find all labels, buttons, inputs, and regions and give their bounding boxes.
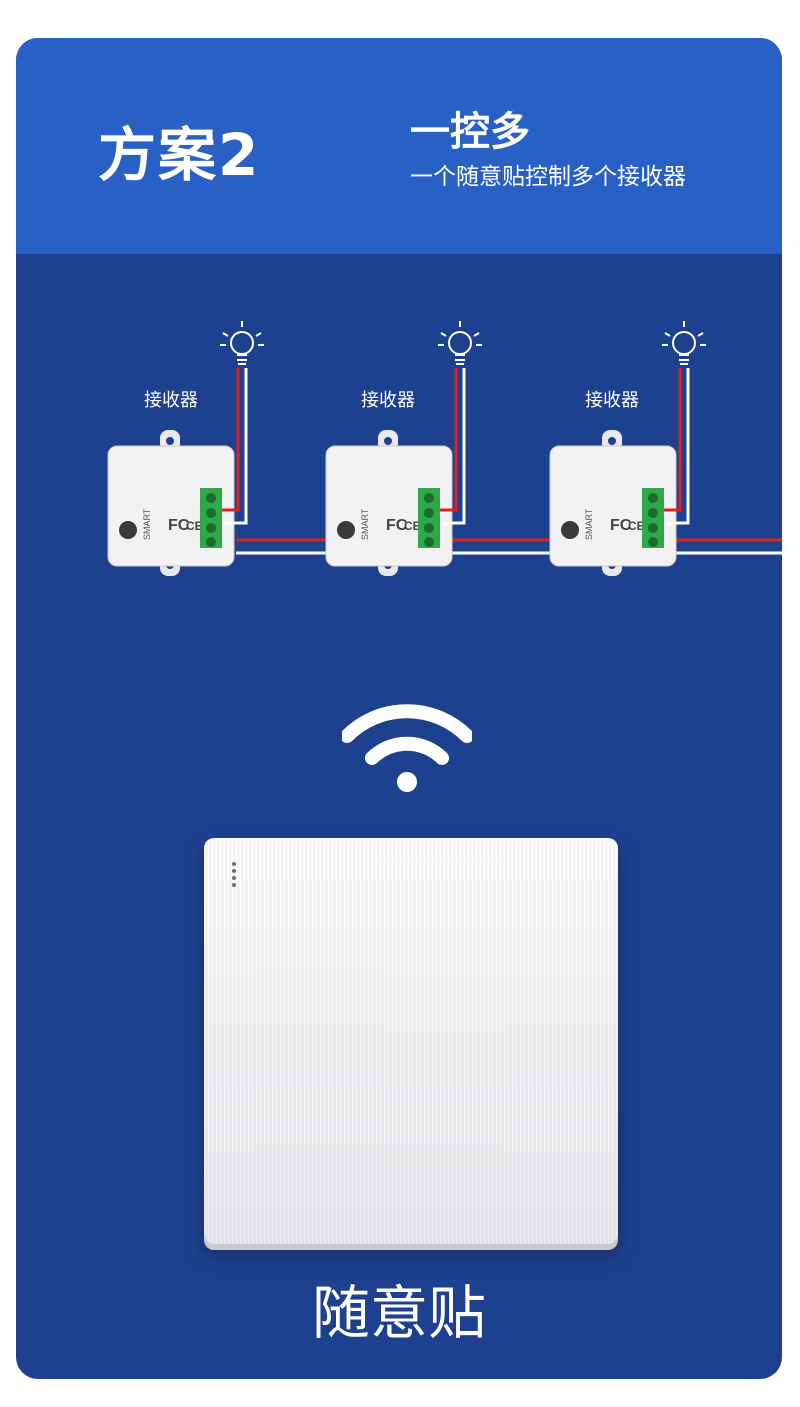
scheme-card: 方案2 一控多 一个随意贴控制多个接收器 SMART FC CE (16, 38, 782, 1379)
svg-text:FC: FC (610, 517, 632, 534)
bulb-icon (438, 321, 482, 365)
receiver-module: SMART FC CE (107, 430, 235, 576)
receiver-label: 接收器 (361, 390, 415, 411)
receiver-module: SMART FC CE (325, 430, 453, 576)
svg-text:FC: FC (386, 517, 408, 534)
plan-title: 方案2 (98, 121, 261, 189)
receiver-module: SMART FC CE (549, 430, 677, 576)
header-banner: 方案2 一控多 一个随意贴控制多个接收器 (16, 38, 782, 254)
lamp-wires (222, 368, 690, 525)
wireless-switch-panel[interactable] (204, 838, 618, 1244)
bulb-icon (662, 321, 706, 365)
receiver-label: 接收器 (144, 390, 198, 411)
mode-title: 一控多 (410, 109, 530, 155)
wifi-icon (342, 704, 472, 792)
switch-label: 随意贴 (311, 1279, 486, 1347)
svg-text:SMART: SMART (360, 508, 370, 540)
svg-text:FC: FC (168, 517, 190, 534)
wiring-diagram: SMART FC CE SMART FC CE (107, 321, 782, 576)
indicator-dots (232, 862, 238, 890)
svg-text:SMART: SMART (584, 508, 594, 540)
bulb-icon (220, 321, 264, 365)
svg-text:SMART: SMART (142, 508, 152, 540)
receiver-label: 接收器 (585, 390, 639, 411)
svg-text:CE: CE (186, 519, 203, 533)
mode-subtitle: 一个随意贴控制多个接收器 (410, 164, 686, 190)
svg-text:CE: CE (628, 519, 645, 533)
svg-text:CE: CE (404, 519, 421, 533)
